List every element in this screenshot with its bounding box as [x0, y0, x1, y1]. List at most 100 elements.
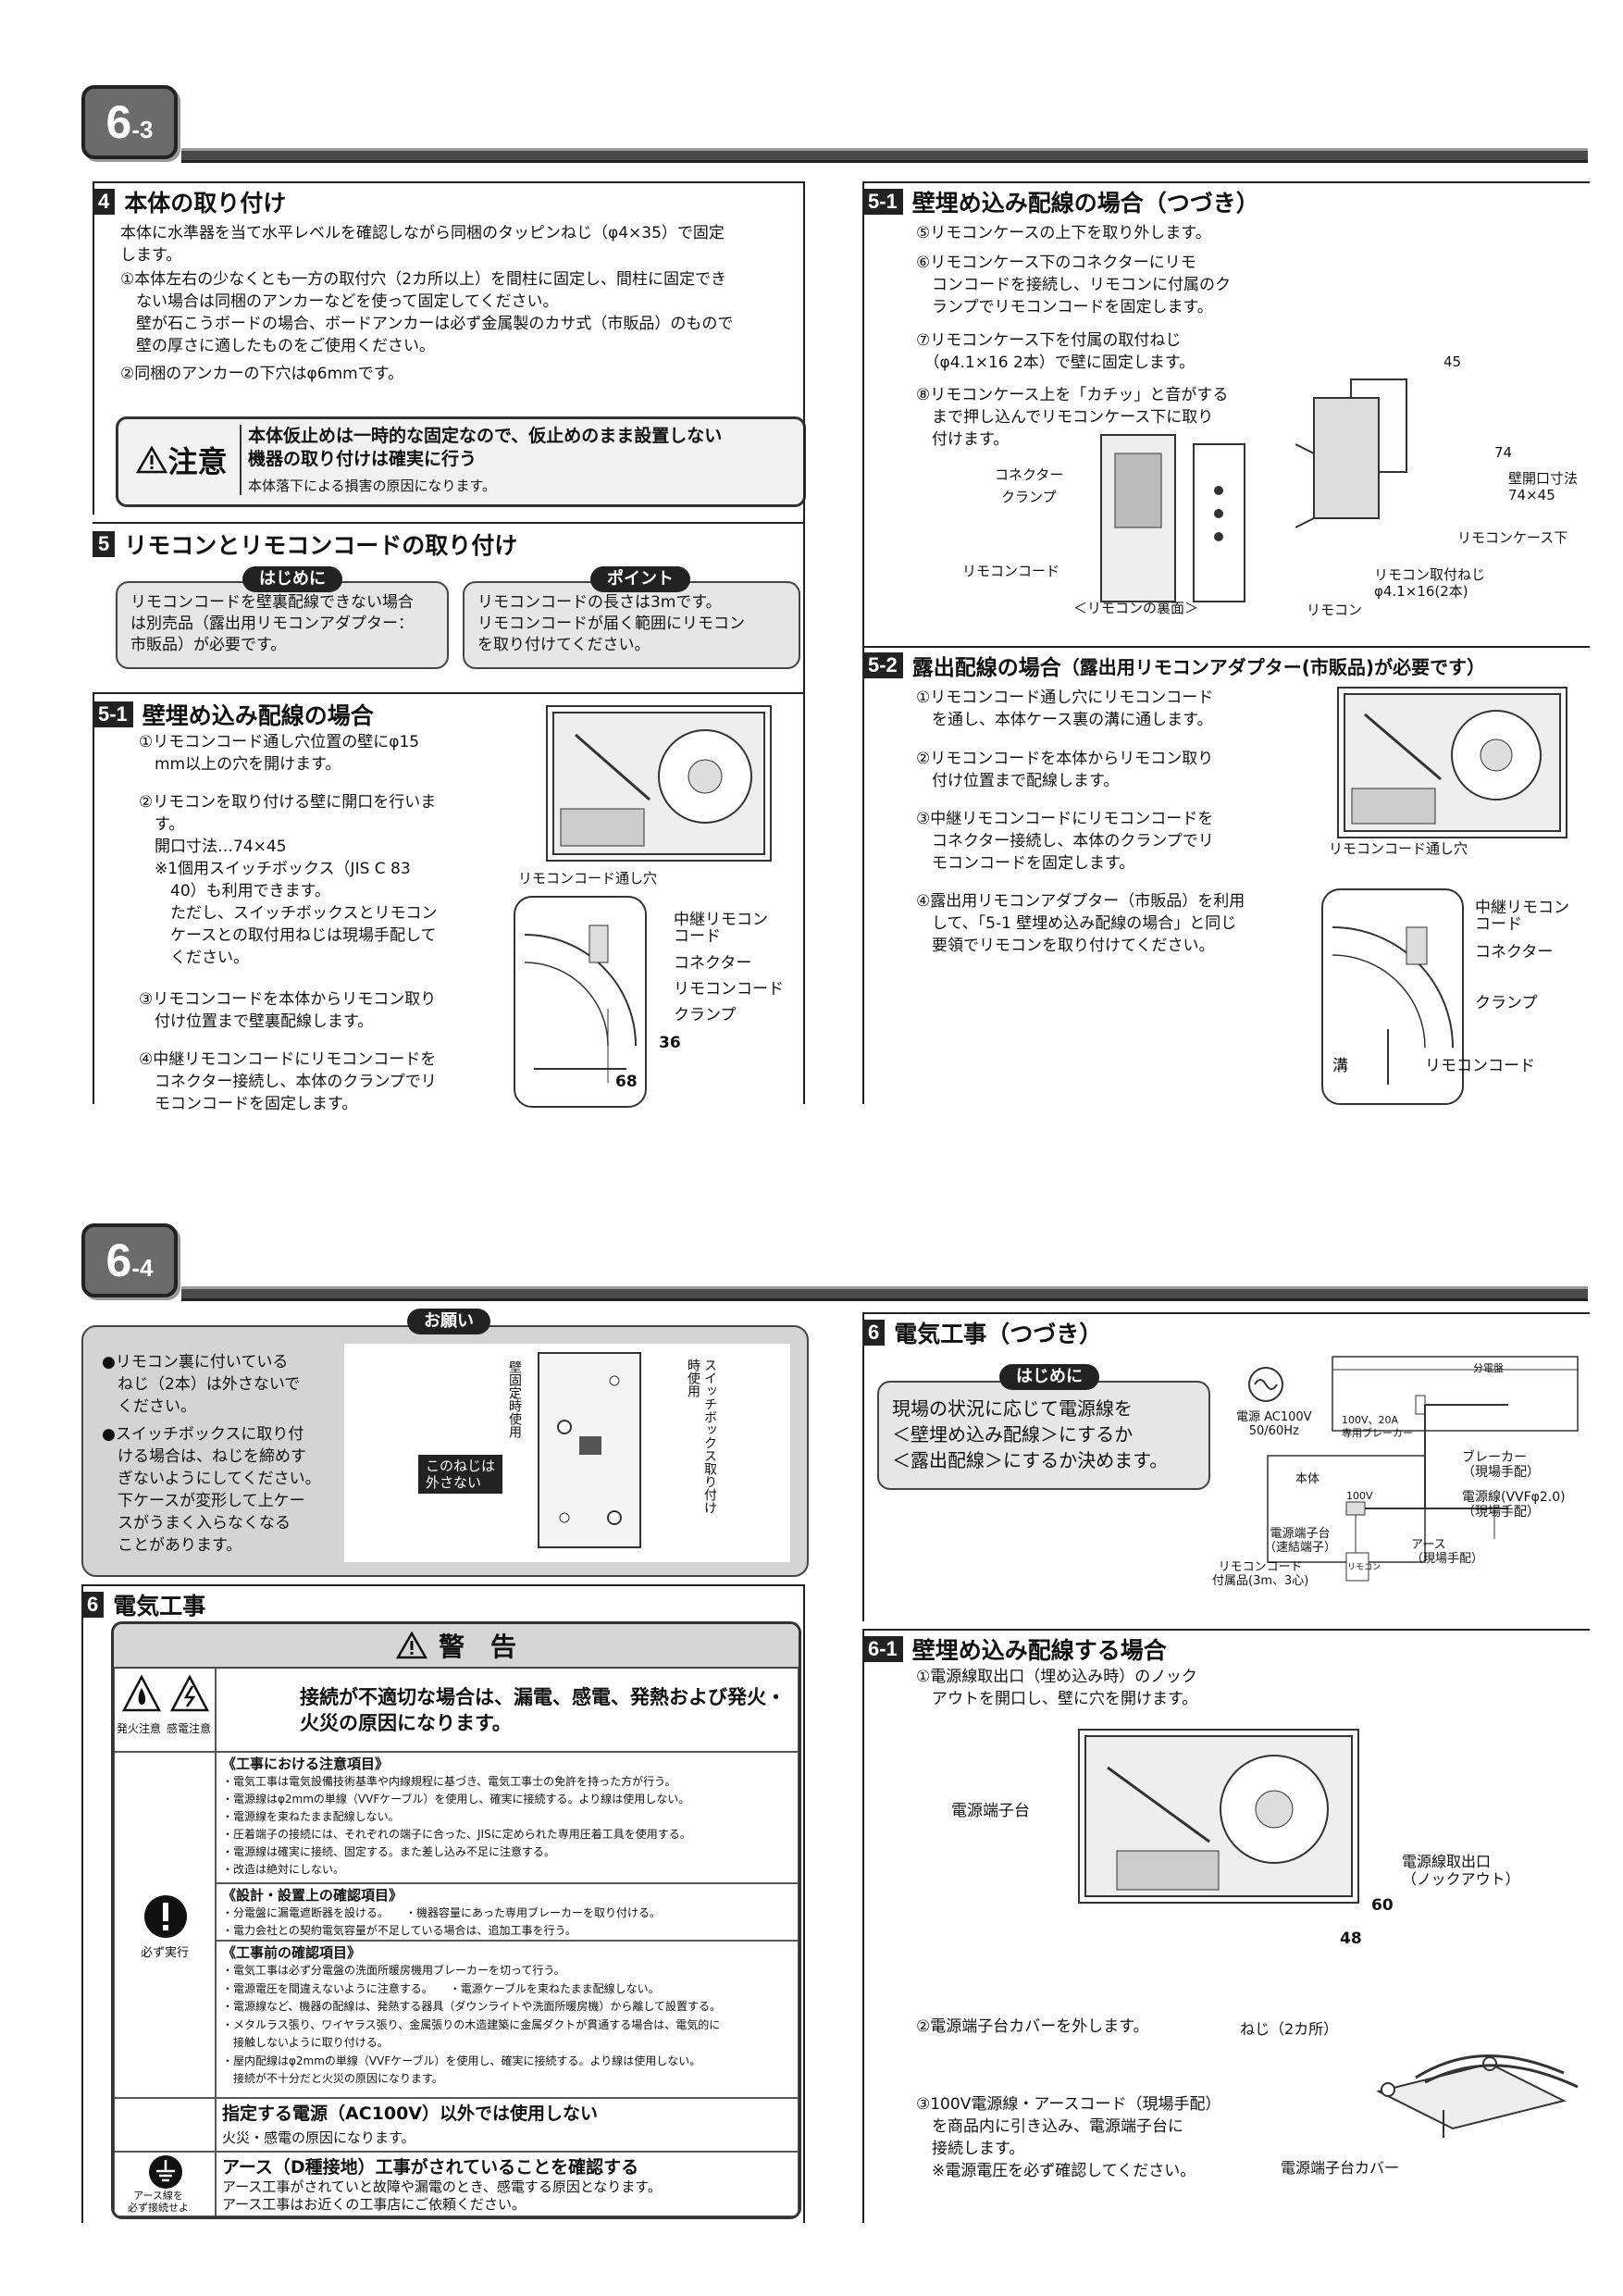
construction-items-text: ・電気工事は電気設備技術基準や内線規程に基づき、電気工事士の免許を持った方が行う… [222, 1775, 691, 1876]
power-main-text: 指定する電源（AC100V）以外では使用しない [222, 2104, 599, 2124]
divider [803, 181, 805, 1104]
unit-diagram-b [1337, 687, 1567, 838]
remote-case-illustration [1295, 379, 1407, 528]
label-mount-screw: リモコン取付ねじ φ4.1×16(2本) [1374, 566, 1486, 600]
divider [81, 1584, 805, 1586]
warning-main-text: 接続が不適切な場合は、漏電、感電、発熱および発火・ 火災の原因になります。 [300, 1686, 786, 1734]
remote-back-illustration [1100, 434, 1245, 602]
unit-diagram [546, 705, 772, 862]
step-8: ⑧リモコンケース上を「カチッ」と音がする まで押し込んでリモコンケース下に取り … [916, 386, 1229, 449]
label-relay-cord-b: 中継リモコン コード [1475, 899, 1569, 934]
dim-36: 36 [659, 1034, 681, 1052]
request-item-2: ●スイッチボックスに取り付 ける場合は、ねじを締めす ぎないようにしてください。… [102, 1425, 321, 1555]
label-body: 本体 [1295, 1472, 1320, 1486]
earth-main-text: アース（D種接地）工事がされていることを確認する [222, 2157, 639, 2178]
label-100v: 100V [1346, 1490, 1373, 1502]
power-icon-cell [114, 2098, 216, 2152]
label-remote-small: リモコン [1347, 1563, 1381, 1572]
must-do-icon [144, 1895, 187, 1938]
step-3: ③リモコンコードを本体からリモコン取り 付け位置まで壁裏配線します。 [139, 990, 437, 1031]
dim-45: 45 [1443, 354, 1462, 370]
page-badge-6-4: 6-4 [81, 1223, 178, 1297]
warning-header: 警 告 [114, 1624, 799, 1669]
must-do-icon-cell: 必ず実行 [114, 1752, 216, 2098]
design-items-cell: 《設計・設置上の確認項目》 ・分電盤に漏電遮断器を設ける。 ・機器容量にあった専… [216, 1883, 799, 1941]
unit-illustration [552, 712, 765, 855]
divider [862, 646, 1590, 648]
wiring-diagram [1248, 1356, 1579, 1582]
divider [862, 1312, 864, 1621]
wiring-step-2: ②電源端子台カバーを外します。 [916, 2017, 1149, 2036]
warning-triangle-icon [136, 446, 168, 474]
design-items-text: ・分電盤に漏電遮断器を設ける。 ・機器容量にあった専用ブレーカーを取り付ける。 … [222, 1906, 662, 1937]
divider [93, 692, 94, 1104]
wiring-step-1: ①電源線取出口（埋め込み時）のノック アウトを開口し、壁に穴を開けます。 [916, 1668, 1198, 1708]
exposed-step-2: ②リモコンコードを本体からリモコン取り 付け位置まで配線します。 [916, 750, 1214, 790]
preconstruction-items-title: 《工事前の確認項目》 [222, 1944, 362, 1961]
divider [93, 522, 805, 524]
label-cord-hole-b: リモコンコード通し穴 [1329, 840, 1468, 857]
divider [803, 1584, 805, 2223]
divider [93, 181, 94, 515]
label-wall-fix: 壁固定時使用 [507, 1360, 522, 1438]
label-knockout: 電源線取出口 （ノックアウト） [1402, 1853, 1520, 1888]
earth-ground-icon [149, 2155, 182, 2189]
fire-caution-label: 発火注意 [117, 1722, 162, 1735]
step-5: ⑤リモコンケースの上下を取り外します。 [916, 224, 1211, 242]
label-remote-back: ＜リモコンの裏面＞ [1073, 600, 1199, 616]
label-cord-hole: リモコンコード通し穴 [518, 870, 658, 887]
shock-caution-label: 感電注意 [167, 1722, 212, 1735]
page-badge-6-3: 6-3 [81, 85, 178, 159]
construction-items-title: 《工事における注意項目》 [222, 1756, 390, 1772]
earth-icon-label: アース線を 必ず接続せよ [128, 2190, 189, 2214]
label-power-line: 電源線(VVFφ2.0) （現場手配） [1462, 1490, 1566, 1520]
label-cord-b: リモコンコード [962, 563, 1060, 579]
header-rule [181, 148, 1588, 163]
label-remote: リモコン [1307, 602, 1363, 618]
step-4: ④中継リモコンコードにリモコンコードを コネクター接続し、本体のクランプでリ モ… [139, 1050, 437, 1113]
fire-caution-icon [122, 1675, 161, 1712]
label-relay-cord: 中継リモコン コード [674, 911, 768, 946]
label-cord-c: リモコンコード [1425, 1057, 1535, 1075]
exposed-step-4: ④露出用リモコンアダプター（市販品）を利用 して、「5-1 壁埋め込み配線の場合… [916, 892, 1245, 955]
caution-label: 注意 [124, 425, 242, 495]
divider [862, 1629, 864, 2223]
label-switchbox-use: スイッチボックス取り付け時使用 [686, 1359, 717, 1514]
label-remote-cord-acc: リモコンコード 付属品(3m、3心) [1212, 1560, 1309, 1588]
hajime-box: リモコンコードを壁裏配線できない場合 は別売品（露出用リモコンアダプター： 市販… [116, 581, 449, 669]
warning-main-cell: 接続が不適切な場合は、漏電、感電、発熱および発火・ 火災の原因になります。 [216, 1667, 799, 1752]
power-cell: 指定する電源（AC100V）以外では使用しない 火災・感電の原因になります。 [216, 2098, 799, 2152]
step-2: ②リモコンを取り付ける壁に開口を行いま す。 開口寸法…74×45 ※1個用スイ… [139, 793, 438, 967]
unit-illustration-b [1344, 693, 1561, 832]
terminal-cover-illustration [1376, 2054, 1579, 2138]
detail-illustration-b [1332, 926, 1454, 1085]
label-remote-cord: リモコンコード [674, 980, 784, 999]
divider [93, 181, 805, 183]
caution-sub-text: 本体落下による損害の原因になります。 [248, 478, 497, 494]
earth-icon-cell: アース線を 必ず接続せよ [114, 2152, 216, 2216]
warning-table: 警 告 発火注意 感電注意 接続が不適切な場合は、漏電、感電、発熱および発火・ … [111, 1621, 801, 2219]
design-items-title: 《設計・設置上の確認項目》 [222, 1887, 403, 1904]
label-breaker-box: 100V、20A 専用ブレーカー [1342, 1414, 1413, 1439]
request-item-1: ●リモコン裏に付いている ねじ（2本）は外さないで ください。 [102, 1353, 301, 1416]
section-4-step-2: ②同梱のアンカーの下穴はφ6mmです。 [120, 365, 404, 383]
power-sub-text: 火災・感電の原因になります。 [222, 2129, 415, 2146]
label-connector: コネクター [674, 954, 752, 973]
preconstruction-items-cell: 《工事前の確認項目》 ・電気工事は必ず分電盤の洗面所暖房機用ブレーカーを切って行… [216, 1941, 799, 2098]
caution-main-text: 本体仮止めは一時的な固定なので、仮止めのまま設置しない 機器の取り付けは確実に行… [248, 426, 723, 469]
dim-48: 48 [1340, 1930, 1362, 1948]
dim-68: 68 [615, 1073, 638, 1091]
label-breaker: ブレーカー （現場手配） [1462, 1450, 1540, 1480]
label-dont-remove: このねじは 外さない [418, 1455, 503, 1494]
label-terminal-block: 電源端子台 （速結端子） [1264, 1527, 1337, 1555]
label-case-lower: リモコンケース下 [1457, 529, 1568, 546]
detail-diagram [514, 896, 647, 1108]
hajime-label-b: はじめに [999, 1364, 1099, 1390]
divider [93, 692, 805, 694]
header-rule [181, 1286, 1588, 1301]
